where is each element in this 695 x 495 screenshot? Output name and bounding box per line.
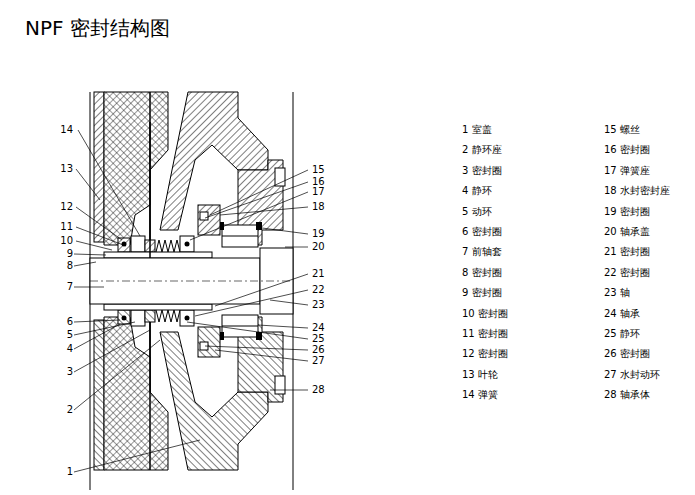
diagram-title: NPF 密封结构图 [25,18,170,38]
part-list-entry: 18 水封密封座 [604,186,670,196]
callout-number: 12 [60,202,73,212]
part-list-entry: 4 静环 [462,186,492,196]
callout-number: 5 [67,330,73,340]
part-list-entry: 12 密封圈 [462,349,508,359]
callout-number: 16 [312,177,325,187]
callout-number: 17 [312,187,325,197]
callout-number: 2 [67,405,73,415]
part-list-entry: 10 密封圈 [462,309,508,319]
part-list-entry: 13 叶轮 [462,370,498,380]
callout-number: 24 [312,323,325,333]
callout-number: 15 [312,165,325,175]
part-list-entry: 19 密封圈 [604,207,650,217]
callout-number: 28 [312,385,325,395]
callout-number: 25 [312,334,325,344]
callout-number: 9 [67,249,73,259]
part-list-entry: 9 密封圈 [462,288,502,298]
part-list-entry: 20 轴承盖 [604,227,650,237]
part-list-entry: 11 密封圈 [462,329,508,339]
callout-number: 26 [312,345,325,355]
callout-number: 14 [60,125,73,135]
part-list-entry: 27 水封动环 [604,370,660,380]
part-list-entry: 22 密封圈 [604,268,650,278]
callout-number: 21 [312,269,325,279]
part-list-entry: 2 静环座 [462,145,502,155]
part-list-entry: 6 密封圈 [462,227,502,237]
part-list-entry: 7 前轴套 [462,247,502,257]
callout-number: 13 [60,164,73,174]
callout-number: 10 [60,236,73,246]
callout-number: 8 [67,261,73,271]
part-list-entry: 21 密封圈 [604,247,650,257]
part-list-entry: 28 轴承体 [604,390,650,400]
callout-number: 20 [312,242,325,252]
callout-number: 18 [312,202,325,212]
part-list-entry: 14 弹簧 [462,390,498,400]
part-list-entry: 17 弹簧座 [604,166,650,176]
callout-number: 19 [312,229,325,239]
callout-number: 22 [312,285,325,295]
part-list-entry: 24 轴承 [604,309,640,319]
part-list-entry: 15 螺丝 [604,125,640,135]
part-list-entry: 23 轴 [604,288,630,298]
part-list-entry: 25 静环 [604,329,640,339]
callout-number: 11 [60,222,73,232]
callout-number: 3 [67,367,73,377]
part-list-entry: 1 室盖 [462,125,492,135]
callout-number: 4 [67,344,73,354]
callout-number: 1 [67,467,73,477]
callout-number: 7 [67,282,73,292]
part-list-entry: 16 密封圈 [604,145,650,155]
callout-number: 23 [312,300,325,310]
part-list-entry: 8 密封圈 [462,268,502,278]
callout-number: 6 [67,317,73,327]
part-list-entry: 3 密封圈 [462,166,502,176]
callout-number: 27 [312,356,325,366]
part-list-entry: 26 密封圈 [604,349,650,359]
part-list-entry: 5 动环 [462,207,492,217]
